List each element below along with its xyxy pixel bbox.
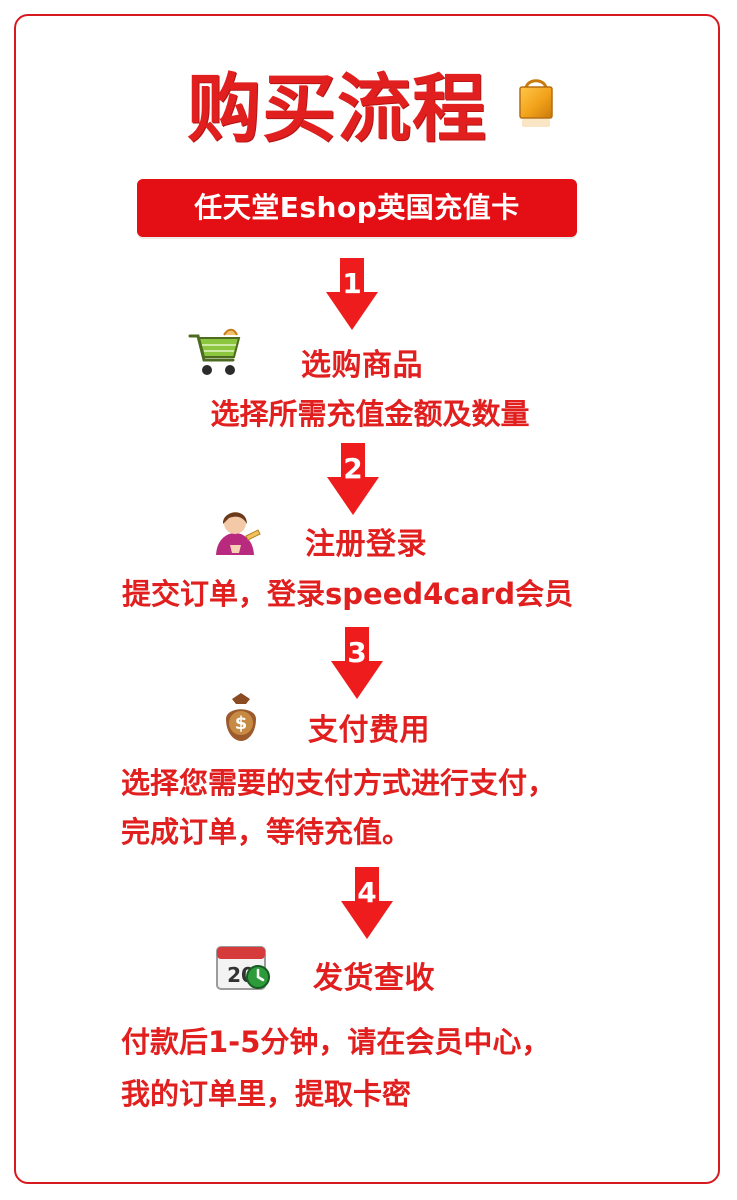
step-3-description-line-1: 选择您需要的支付方式进行支付， — [121, 766, 557, 800]
step-4-description-line-2: 我的订单里，提取卡密 — [121, 1077, 412, 1111]
step-2-arrow: 2 — [327, 443, 379, 515]
step-2-title: 注册登录 — [305, 527, 427, 562]
step-1-arrow: 1 — [326, 258, 378, 330]
step-4-arrow: 4 — [341, 867, 393, 939]
arrow-down-icon — [327, 443, 379, 515]
subtitle-text: 任天堂Eshop英国充值卡 — [194, 191, 520, 224]
arrow-down-icon — [326, 258, 378, 330]
step-3-arrow: 3 — [331, 627, 383, 699]
step-3-title: 支付费用 — [308, 713, 430, 748]
calendar-clock-icon: 20 — [216, 946, 270, 990]
arrow-down-icon — [331, 627, 383, 699]
user-icon — [216, 512, 261, 555]
step-4-description-line-1: 付款后1-5分钟，请在会员中心， — [121, 1025, 551, 1059]
step-4-title: 发货查收 — [313, 961, 435, 996]
step-3-description-line-2: 完成订单，等待充值。 — [121, 815, 412, 849]
step-1-number: 1 — [342, 267, 362, 300]
step-2-description: 提交订单，登录speed4card会员 — [122, 577, 574, 611]
step-4-number: 4 — [357, 876, 377, 909]
shopping-bag-icon — [519, 79, 553, 127]
step-1-description: 选择所需充值金额及数量 — [210, 397, 530, 431]
svg-text:$: $ — [235, 713, 248, 734]
title-area: 购买流程 — [0, 66, 737, 156]
shopping-cart-icon — [188, 328, 241, 375]
arrow-down-icon — [341, 867, 393, 939]
page-title: 购买流程 — [187, 66, 487, 152]
step-1-title: 选购商品 — [301, 348, 423, 383]
money-bag-icon: $ — [226, 693, 256, 741]
subtitle-banner: 任天堂Eshop英国充值卡 — [137, 179, 577, 237]
step-3-number: 3 — [347, 636, 367, 669]
step-2-number: 2 — [343, 452, 363, 485]
